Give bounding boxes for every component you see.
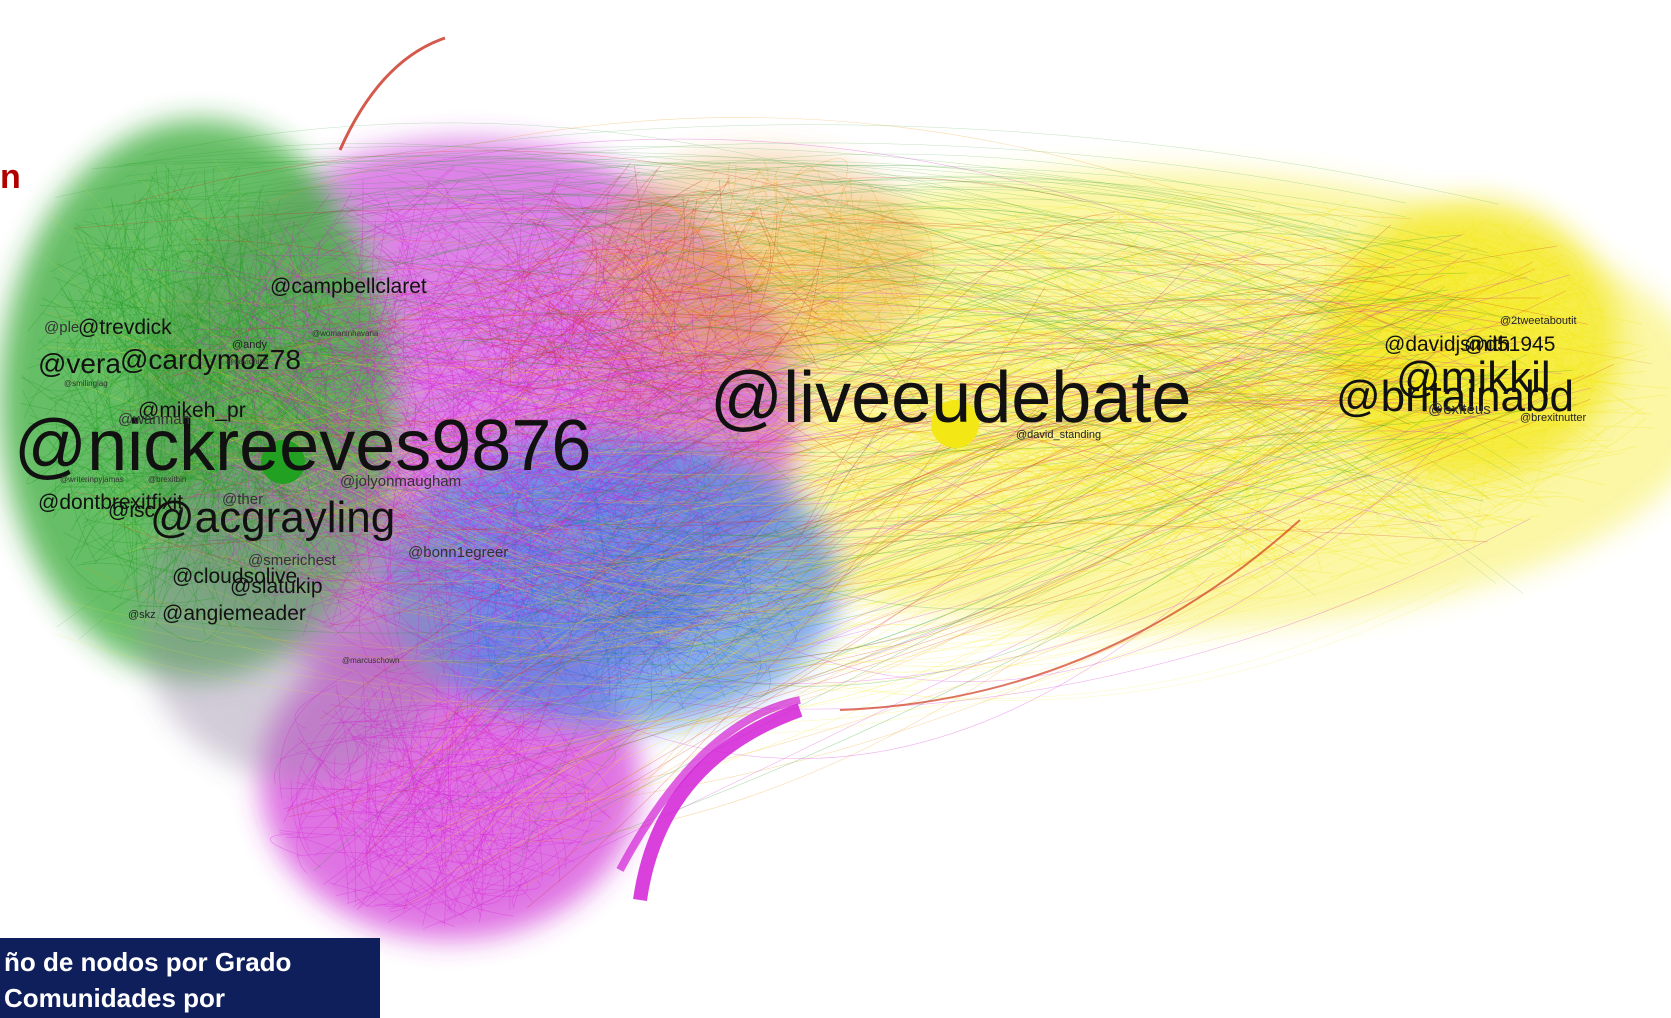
community-orange-fill bbox=[590, 150, 930, 370]
label-andy: @andy bbox=[232, 339, 268, 351]
label-brexitnutter: @brexitnutter bbox=[1520, 412, 1587, 424]
label-marcuschown: @marcuschown bbox=[342, 656, 400, 665]
label-smerichest: @smerichest bbox=[248, 552, 336, 569]
community-gray-fill bbox=[140, 460, 460, 780]
label-bonn1egreer: @bonn1egreer bbox=[408, 544, 509, 561]
legend-caption-box: ño de nodos por Grado Comunidades por bbox=[0, 938, 380, 1018]
label-ther: @ther bbox=[222, 491, 264, 508]
label-vera: @vera bbox=[38, 348, 121, 379]
label-womaninhavana: @womaninhavana bbox=[312, 329, 379, 338]
label-mikkil: @mikkil bbox=[1396, 353, 1551, 402]
legend-line-2: Comunidades por bbox=[4, 983, 226, 1013]
label-exiteus: @exiteus bbox=[1428, 401, 1491, 418]
label-d51945: @d51945 bbox=[1464, 333, 1556, 356]
label-cardymoz78: @cardymoz78 bbox=[120, 344, 301, 375]
community-blue-fill bbox=[380, 430, 840, 730]
community-yellow-dense bbox=[1320, 200, 1620, 480]
label-angiemeader: @angiemeader bbox=[162, 602, 306, 625]
label-ple: @ple bbox=[44, 319, 80, 336]
label-trevdick: @trevdick bbox=[78, 316, 172, 339]
label-mikeh-pr: @mikeh_pr bbox=[138, 399, 246, 422]
legend-line-1: ño de nodos por Grado bbox=[4, 947, 292, 977]
community-fills bbox=[0, 120, 1671, 940]
label-wanman: @wanman bbox=[118, 411, 190, 428]
label-dontbrexitfixit: @dontbrexitfixit bbox=[38, 491, 184, 514]
hub-nodes bbox=[261, 374, 1442, 484]
label-isc: @isc bbox=[108, 499, 155, 522]
label-skz: @skz bbox=[128, 609, 156, 621]
label-campbellclaret: @campbellclaret bbox=[270, 275, 427, 298]
label-smilingiag: @smilingiag bbox=[64, 379, 108, 388]
label-david-standing: @david_standing bbox=[1016, 429, 1102, 441]
label-slatukip: @slatukip bbox=[230, 575, 323, 598]
label-nickreeves9876: @nickreeves9876 bbox=[14, 406, 592, 486]
label-davidhirst: @davidhirst bbox=[226, 357, 269, 366]
node-hub-mikkil bbox=[1414, 374, 1442, 402]
node-hub-liveeudebate bbox=[931, 400, 979, 448]
label-jolyonmaugham: @jolyonmaugham bbox=[340, 473, 462, 490]
label-davidjsmith: @davidjsmith bbox=[1384, 333, 1511, 356]
label-liveeudebate: @liveeudebate bbox=[710, 358, 1192, 438]
node-hub-nickreeves9876 bbox=[261, 440, 305, 484]
label-acgrayling: @acgrayling bbox=[150, 493, 396, 542]
label-britainabd: @britainabd bbox=[1336, 372, 1574, 421]
label-brexitbin: @brexitbin bbox=[148, 475, 187, 484]
label-2tweetaboutit: @2tweetaboutit bbox=[1500, 315, 1577, 327]
cropped-heading-fragment: n bbox=[0, 158, 21, 196]
label-writerinpyjamas: @writerinpyjamas bbox=[60, 475, 124, 484]
label-cloudsolive: @cloudsolive bbox=[172, 565, 298, 588]
